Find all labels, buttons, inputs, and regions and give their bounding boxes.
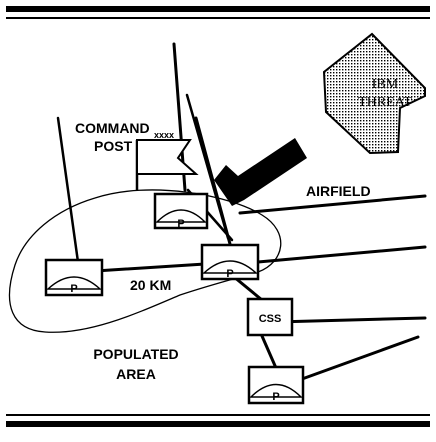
command-post-label-line1: COMMAND [75, 120, 150, 136]
line-diagonal-spine [194, 116, 232, 246]
unit-symbol-west: P [44, 258, 104, 297]
threat-arrow: IBM THREAT [322, 32, 426, 155]
unit-symbol-center: P [200, 243, 260, 281]
command-post-echelon: xxxx [154, 130, 174, 140]
line-south-east [300, 335, 420, 381]
unit-label: P [272, 391, 279, 403]
threat-arrow-icon [322, 32, 426, 155]
command-post-label-line2: POST [94, 138, 133, 154]
airfield-runway-icon [214, 138, 307, 206]
threat-label-line2: THREAT [358, 95, 412, 110]
unit-symbol-south: P [247, 365, 305, 405]
distance-label: 20 KM [130, 277, 171, 293]
unit-symbol-upper: P [153, 192, 209, 230]
unit-label: P [177, 218, 184, 230]
unit-label: P [226, 268, 233, 280]
line-css-east [274, 316, 427, 324]
bottom-border [6, 414, 430, 427]
threat-label-line1: IBM [372, 77, 399, 92]
top-border [6, 6, 430, 19]
line-north-west [56, 116, 80, 264]
css-label: CSS [259, 313, 282, 325]
line-airfield [238, 194, 427, 215]
command-post-flag-icon [135, 139, 199, 190]
line-east [256, 245, 427, 264]
unit-label: P [70, 283, 77, 295]
airfield-label: AIRFIELD [306, 183, 371, 199]
populated-area-label-line1: POPULATED [93, 346, 178, 362]
populated-area-boundary [8, 189, 282, 333]
populated-area-label-line2: AREA [116, 366, 156, 382]
css-unit-box: CSS [246, 297, 294, 337]
line-css-south [260, 334, 278, 370]
